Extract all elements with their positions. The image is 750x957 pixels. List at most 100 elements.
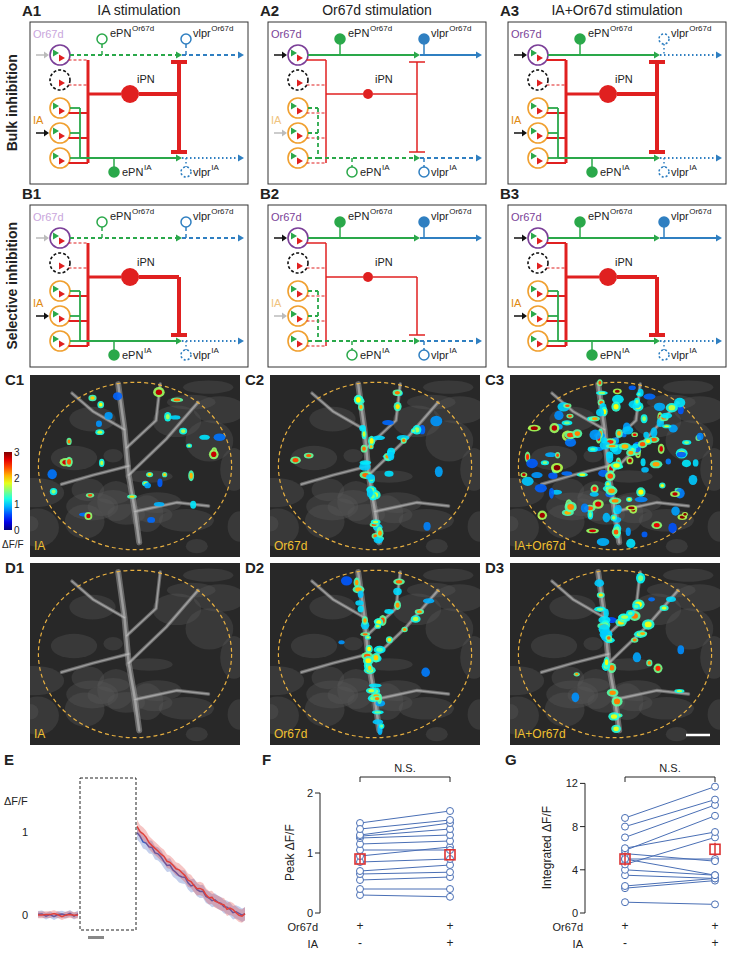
activity-spot bbox=[84, 512, 92, 520]
activity-spot bbox=[633, 444, 639, 449]
data-point bbox=[447, 817, 454, 824]
activity-spot bbox=[365, 658, 371, 663]
wire bbox=[360, 889, 450, 890]
activity-spot bbox=[614, 529, 619, 534]
condition-sign: - bbox=[623, 937, 627, 950]
neuron-superscript: IA bbox=[689, 347, 697, 356]
wire bbox=[420, 54, 477, 56]
activity-spot bbox=[363, 633, 368, 635]
dendrite bbox=[118, 572, 139, 730]
neuron-label: vlpr bbox=[671, 166, 689, 178]
image-label: IA+Or67d bbox=[514, 728, 566, 741]
tissue bbox=[159, 509, 214, 532]
activity-spot bbox=[651, 521, 662, 529]
wire bbox=[663, 44, 665, 55]
wire bbox=[580, 783, 585, 784]
dendrite bbox=[542, 654, 609, 672]
activity-spot bbox=[417, 610, 422, 613]
column-title: IA stimulation bbox=[97, 3, 180, 18]
glomerulus bbox=[50, 148, 70, 168]
activity-spot bbox=[522, 477, 534, 486]
activity-spot bbox=[378, 531, 382, 536]
wire bbox=[548, 290, 558, 292]
synapse bbox=[238, 155, 244, 162]
activity-spot bbox=[682, 440, 691, 445]
data-point bbox=[712, 858, 719, 865]
neuron-soma bbox=[347, 350, 357, 360]
circuit-panel bbox=[508, 22, 726, 184]
synapse bbox=[297, 133, 303, 140]
synapse bbox=[59, 108, 65, 115]
wire bbox=[660, 157, 717, 159]
activity-spot bbox=[554, 411, 563, 420]
activity-spot bbox=[384, 471, 393, 477]
image-ground bbox=[510, 563, 720, 745]
synapse bbox=[53, 50, 59, 57]
activity-spot bbox=[671, 506, 680, 515]
dendrite bbox=[118, 384, 139, 542]
mean-marker bbox=[445, 850, 455, 860]
activity-spot bbox=[372, 710, 384, 714]
synapse bbox=[59, 80, 65, 87]
wire bbox=[373, 276, 417, 278]
glomerulus bbox=[288, 228, 308, 248]
panel-letter: B3 bbox=[500, 186, 519, 203]
activity-spot bbox=[99, 403, 103, 407]
neuron-superscript: IA bbox=[382, 164, 390, 173]
column-title: IA+Or67d stimulation bbox=[551, 3, 682, 18]
activity-spot bbox=[634, 398, 640, 406]
dendrite bbox=[72, 581, 125, 617]
activity-spot bbox=[633, 639, 637, 642]
synapse bbox=[297, 80, 303, 87]
activity-spot bbox=[572, 429, 582, 438]
activity-spot bbox=[374, 537, 383, 544]
data-point bbox=[447, 869, 454, 876]
dendrite bbox=[607, 572, 641, 636]
sem-band bbox=[137, 820, 245, 923]
dendrite bbox=[369, 590, 438, 663]
synapse bbox=[537, 55, 543, 62]
activity-spot bbox=[540, 513, 545, 518]
activity-spot bbox=[597, 608, 603, 611]
wire bbox=[579, 44, 581, 55]
odor-label: Or67d bbox=[271, 211, 302, 223]
wire bbox=[339, 227, 341, 238]
activity-spot bbox=[199, 435, 209, 440]
data-point bbox=[622, 883, 629, 890]
activity-spot bbox=[423, 522, 430, 531]
region-outline bbox=[518, 570, 711, 737]
wire bbox=[514, 54, 523, 56]
activity-spot bbox=[661, 413, 672, 419]
wire bbox=[663, 158, 665, 167]
activity-spot bbox=[605, 659, 608, 665]
dendrite bbox=[312, 581, 365, 617]
activity-spot bbox=[664, 425, 669, 427]
synapse bbox=[531, 233, 537, 240]
neuron-label: iPN bbox=[375, 73, 393, 85]
wire bbox=[36, 132, 45, 134]
activity-spot bbox=[363, 431, 366, 437]
neuron-superscript: Or67d bbox=[370, 208, 392, 217]
activity-spot bbox=[590, 492, 599, 497]
activity-spot bbox=[622, 444, 629, 448]
synapse bbox=[176, 52, 182, 59]
synapse bbox=[291, 311, 297, 318]
synapse bbox=[414, 52, 420, 59]
dendrite bbox=[358, 384, 379, 542]
dendrite bbox=[369, 590, 438, 663]
wire bbox=[649, 150, 665, 154]
input-arrow bbox=[44, 235, 49, 242]
wire bbox=[339, 44, 341, 55]
tissue bbox=[468, 511, 480, 541]
dendrite bbox=[62, 466, 129, 484]
activity-spot bbox=[358, 403, 364, 410]
activity-spot bbox=[626, 527, 631, 535]
sem-band bbox=[38, 910, 78, 920]
neuron-soma bbox=[575, 34, 585, 44]
synapse bbox=[297, 291, 303, 298]
activity-spot bbox=[181, 429, 185, 433]
activity-spot bbox=[629, 385, 636, 390]
neuron-soma bbox=[97, 217, 107, 227]
activity-spot bbox=[174, 399, 181, 402]
wire bbox=[70, 54, 176, 56]
